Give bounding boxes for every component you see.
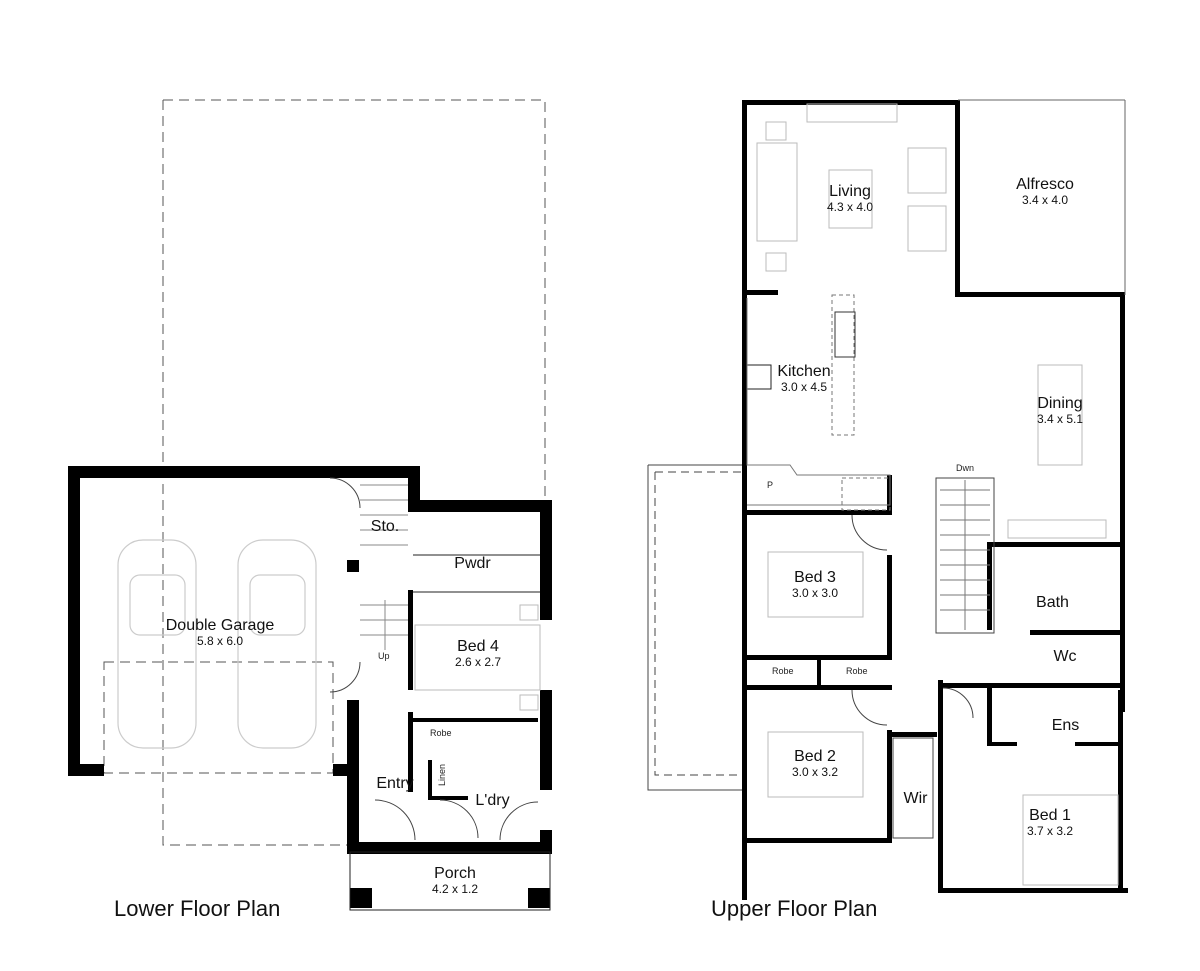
- lower-interior: [329, 477, 551, 911]
- room-label-living: Living 4.3 x 4.0: [815, 183, 885, 214]
- room-label-kitchen: Kitchen 3.0 x 4.5: [772, 363, 836, 394]
- stairs-up-label: Up: [378, 651, 390, 661]
- room-name: Wir: [903, 790, 928, 807]
- room-name: Bed 1: [1029, 807, 1071, 824]
- room-label-ensuite: Ens: [1048, 717, 1083, 735]
- kitchen-fixtures: [746, 294, 891, 511]
- upper-outlines: [647, 464, 1107, 839]
- room-label-bed-1: Bed 1 3.7 x 3.2: [1015, 807, 1085, 838]
- room-name: Bed 3: [794, 569, 836, 586]
- room-name: Double Garage: [165, 617, 275, 634]
- lower-floor-title: Lower Floor Plan: [114, 896, 281, 921]
- room-name: Living: [829, 183, 871, 200]
- room-name: Dining: [1037, 395, 1083, 412]
- room-dims: 5.8 x 6.0: [196, 633, 244, 648]
- room-label-bed-3: Bed 3 3.0 x 3.0: [780, 569, 850, 600]
- room-label-bed-4: Bed 4 2.6 x 2.7: [443, 638, 513, 669]
- stairs-down-label: Dwn: [956, 463, 975, 473]
- room-dims: 3.0 x 3.2: [791, 764, 839, 779]
- room-name: Bath: [1036, 594, 1069, 611]
- upper-furniture: [756, 103, 1119, 886]
- upper-floor-title: Upper Floor Plan: [711, 896, 878, 921]
- room-label-wir: Wir: [898, 790, 933, 808]
- garage-cars: [117, 539, 317, 749]
- room-dims: 3.4 x 4.0: [1021, 192, 1069, 207]
- room-name: Pwdr: [454, 555, 491, 572]
- room-label-wc: Wc: [1050, 648, 1080, 666]
- room-name: Ens: [1051, 717, 1080, 734]
- bed-4-furniture: [414, 604, 541, 711]
- room-dims: 4.2 x 1.2: [431, 881, 479, 896]
- room-label-double-garage: Double Garage 5.8 x 6.0: [150, 617, 290, 648]
- room-label-bath: Bath: [1030, 594, 1075, 612]
- room-label-storage: Sto.: [365, 518, 405, 536]
- room-label-entry: Entry: [370, 775, 420, 793]
- room-name: Entry: [376, 775, 414, 792]
- room-name: L'dry: [475, 792, 510, 809]
- room-dims: 4.3 x 4.0: [826, 199, 874, 214]
- room-dims: 3.0 x 4.5: [780, 379, 828, 394]
- room-label-powder: Pwdr: [450, 555, 495, 573]
- room-dims: 2.6 x 2.7: [454, 654, 502, 669]
- robe-label-1: Robe: [772, 666, 794, 676]
- room-dims: 3.7 x 3.2: [1026, 823, 1074, 838]
- upper-walls: [742, 100, 1128, 900]
- room-label-porch: Porch 4.2 x 1.2: [415, 865, 495, 896]
- room-name: Kitchen: [777, 363, 831, 380]
- room-dims: 3.4 x 5.1: [1036, 411, 1084, 426]
- room-label-alfresco: Alfresco 3.4 x 4.0: [1005, 176, 1085, 207]
- linen-label: Linen: [437, 763, 448, 786]
- room-name: Bed 2: [794, 748, 836, 765]
- room-label-laundry: L'dry: [470, 792, 515, 810]
- room-name: Alfresco: [1016, 176, 1074, 193]
- pantry-label: P: [767, 480, 774, 490]
- lower-walls: [68, 466, 552, 908]
- room-name: Wc: [1053, 648, 1077, 665]
- robe-label-2: Robe: [846, 666, 868, 676]
- room-name: Sto.: [370, 518, 400, 535]
- robe-label: Robe: [430, 728, 452, 738]
- room-label-bed-2: Bed 2 3.0 x 3.2: [780, 748, 850, 779]
- room-name: Porch: [434, 865, 476, 882]
- room-name: Bed 4: [457, 638, 499, 655]
- room-dims: 3.0 x 3.0: [791, 585, 839, 600]
- room-label-dining: Dining 3.4 x 5.1: [1025, 395, 1095, 426]
